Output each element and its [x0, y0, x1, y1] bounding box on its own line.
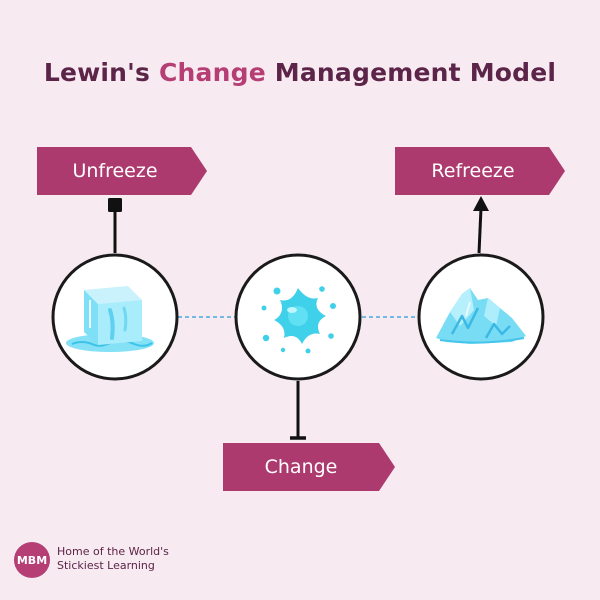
unfreeze-circle — [51, 253, 179, 381]
stage-label-refreeze: Refreeze — [431, 160, 515, 182]
tag-shape — [395, 147, 565, 195]
title-part-1: Lewin's — [43, 58, 159, 87]
title-accent-word: Change — [159, 58, 266, 87]
tagline-line-1: Home of the World's — [57, 545, 169, 558]
ice-cube-icon — [66, 286, 154, 352]
footer-tagline: Home of the World's Stickiest Learning — [57, 545, 217, 573]
stage-label-unfreeze: Unfreeze — [72, 160, 158, 182]
iceberg-icon — [436, 288, 526, 344]
stage-tag-unfreeze: Unfreeze — [37, 147, 207, 195]
change-stem — [290, 381, 306, 440]
stage-tag-change: Change — [223, 443, 395, 491]
change-circle — [234, 253, 362, 381]
title-part-2: Management Model — [265, 58, 557, 87]
water-splash-icon — [261, 286, 336, 354]
stage-label-change: Change — [264, 456, 338, 478]
unfreeze-stem — [108, 198, 122, 253]
tagline-line-2: Stickiest Learning — [57, 559, 155, 572]
tag-shape — [223, 443, 395, 491]
diagram-title: Lewin's Change Management Model — [0, 58, 600, 87]
stage-tag-refreeze: Refreeze — [395, 147, 565, 195]
tag-shape — [37, 147, 207, 195]
refreeze-stem — [473, 196, 489, 254]
refreeze-circle — [417, 253, 545, 381]
mbm-logo: MBM — [14, 542, 50, 578]
